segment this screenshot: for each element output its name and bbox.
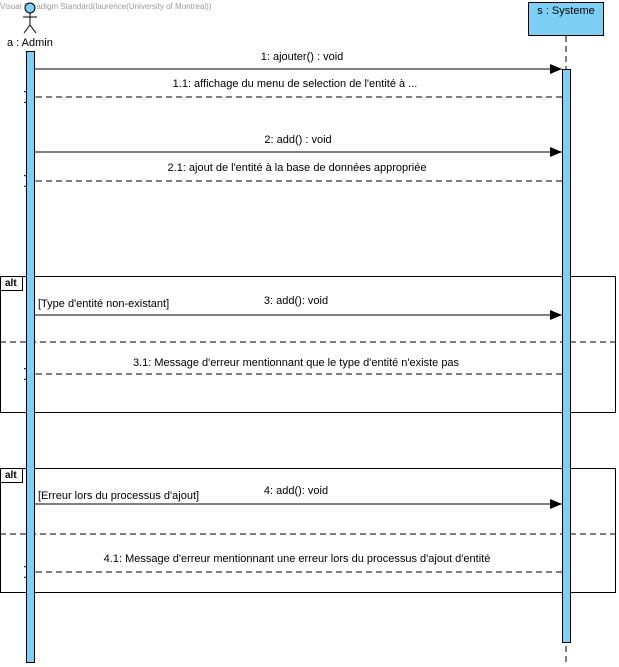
systeme-lifeline-label: s : Systeme: [537, 5, 595, 17]
alt-fragment-2[interactable]: alt: [0, 468, 616, 593]
message-4-1-label: 4.1: Message d'erreur mentionnant une er…: [103, 553, 491, 565]
message-3-1-label: 3.1: Message d'erreur mentionnant que le…: [132, 357, 460, 369]
message-2-1-label: 2.1: ajout de l'entité à la base de donn…: [167, 162, 427, 174]
message-1-label: 1: ajouter() : void: [260, 51, 344, 63]
watermark: Visual Paradigm Standard(laurence(Univer…: [0, 2, 212, 11]
message-3-label: 3: add(): void: [263, 295, 329, 307]
actor-icon: [23, 2, 37, 34]
alt-fragment-2-operator: alt: [1, 469, 23, 483]
systeme-activation-bar[interactable]: [562, 69, 571, 643]
admin-lifeline-label: a : Admin: [7, 37, 53, 49]
message-4-label: 4: add(): void: [263, 485, 329, 497]
message-2-label: 2: add() : void: [264, 134, 332, 146]
message-1-1-label: 1.1: affichage du menu de selection de l…: [172, 78, 418, 90]
alt-1-guard: [Type d'entité non-existant]: [38, 298, 170, 310]
alt-2-guard: [Erreur lors du processus d'ajout]: [38, 490, 200, 502]
alt-fragment-1[interactable]: alt: [0, 276, 616, 413]
systeme-lifeline-head[interactable]: s : Systeme: [528, 2, 604, 36]
admin-activation-bar[interactable]: [26, 51, 35, 663]
alt-fragment-1-operator: alt: [1, 277, 23, 291]
